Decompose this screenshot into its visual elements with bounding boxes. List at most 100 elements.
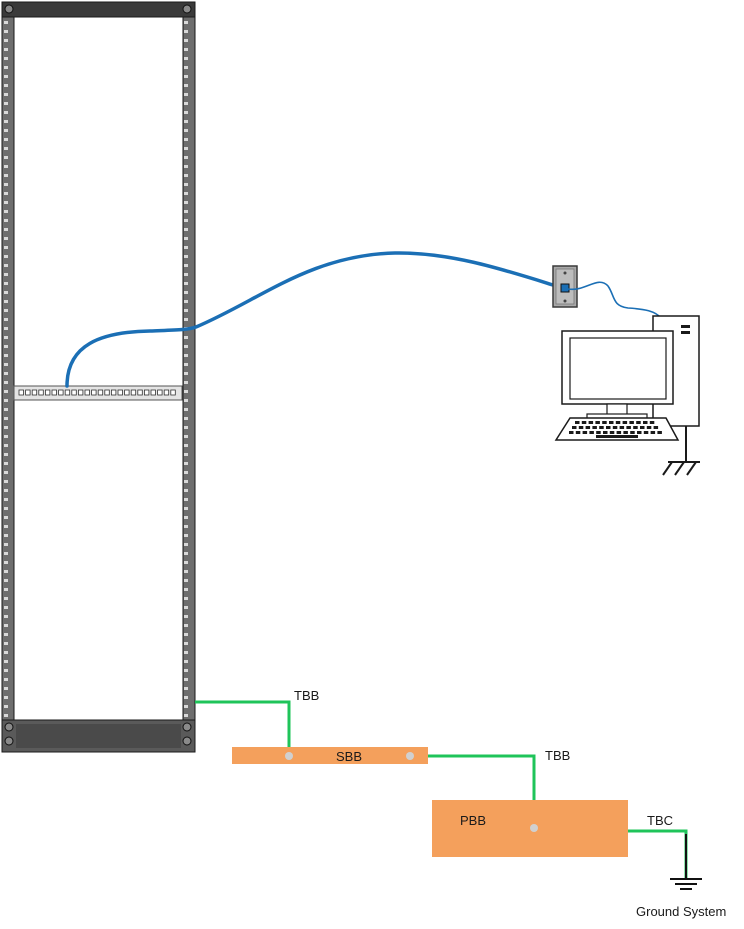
keyboard-key [619,426,625,429]
tbb-rack-label: TBB [294,688,319,703]
chassis-ground-icon [662,426,700,476]
patch-panel-port [71,389,77,396]
rack-left-rail [1,16,15,721]
rack-base-screw-1 [4,722,14,732]
tower-drive-1 [681,325,690,328]
keyboard-key [581,421,587,424]
sbb-connection-point-right [406,752,414,760]
patch-panel-port [45,389,51,396]
sbb-label: SBB [336,749,362,764]
wall-jack-port [560,283,570,293]
wall-jack-icon [552,265,578,308]
wall-plate-screw-top [563,271,567,275]
rack-top-cap [1,1,196,18]
tbc-label: TBC [647,813,673,828]
keyboard-key [612,426,618,429]
keyboard-key [575,421,580,424]
keyboard-key [640,426,645,429]
keyboard-key [595,421,600,424]
ground-system-label: Ground System [636,904,726,919]
patch-panel-port [18,389,24,396]
keyboard-key [629,421,634,424]
keyboard-key [578,426,584,429]
keyboard-key [657,431,662,434]
keyboard-key [575,431,581,434]
patch-panel-port [104,389,110,396]
keyboard-key [616,431,622,434]
tbb-rack-to-sbb-wire [195,700,291,756]
keyboard-key [643,421,648,424]
patch-panel-port [137,389,143,396]
keyboard-key [622,421,628,424]
tower-drive-2 [681,331,690,334]
keyboard-key [653,426,659,429]
patch-panel-port [157,389,163,396]
patch-panel-port [111,389,117,396]
patch-panel-ports [18,389,176,396]
patch-cable [65,251,555,388]
desktop-computer-icon [554,315,700,441]
patch-panel-port [51,389,57,396]
rack-base-screw-2 [4,736,14,746]
patch-panel-port [97,389,104,396]
patch-panel-port [130,389,137,396]
keyboard-key [592,426,597,429]
keyboard-key [609,431,615,434]
patch-panel-port [150,389,156,396]
keyboard-key [603,431,608,434]
keyboard-key [585,426,591,429]
keyboard-key [609,421,614,424]
rack-base-bar [16,724,181,748]
patch-panel-port [163,389,170,396]
keyboard-key [633,426,638,429]
patch-panel-port [38,389,44,396]
patch-panel-port [91,389,97,396]
patch-panel-port [25,389,31,396]
keyboard-key [649,421,655,424]
patch-panel-port [117,389,123,396]
keyboard-key [572,426,577,429]
keyboard-key [569,431,574,434]
rack-base-screw-3 [182,722,192,732]
monitor-screen [569,337,667,400]
keyboard-key [637,431,642,434]
sbb-busbar [232,747,428,764]
keyboard-key [626,426,631,429]
patch-panel-port [170,389,176,396]
keyboard-keys [569,421,662,438]
pbb-busbar [432,800,628,857]
keyboard-key [615,421,621,424]
sbb-connection-point-left [285,752,293,760]
rack-right-rail [182,16,196,721]
rack-top-screw-left [4,4,14,14]
keyboard-key [589,431,594,434]
pbb-label: PBB [460,813,486,828]
patch-panel-port [58,389,64,396]
wall-plate-screw-bottom [563,299,567,303]
patch-panel-port [64,389,71,396]
patch-panel-port [31,389,38,396]
keyboard-key [602,421,607,424]
keyboard-spacebar [596,435,638,438]
equipment-rack-icon [1,1,196,753]
patch-panel-port [84,389,90,396]
keyboard-key [582,431,588,434]
pbb-connection-point [530,824,538,832]
patch-panel-port [78,389,84,396]
keyboard-key [630,431,635,434]
earth-ground-icon [670,878,702,890]
keyboard-key [588,421,594,424]
patch-panel-port [143,389,150,396]
keyboard-key [636,421,641,424]
rack-base-screw-4 [182,736,192,746]
keyboard-key [599,426,604,429]
jack-to-computer-cable [567,281,662,319]
patch-panel-icon [13,385,183,401]
keyboard-key [623,431,628,434]
keyboard-key [650,431,656,434]
patch-panel-port [124,389,130,396]
keyboard-key [606,426,611,429]
tbb-sbb-pbb-label: TBB [545,748,570,763]
rack-top-screw-right [182,4,192,14]
keyboard-key [596,431,601,434]
